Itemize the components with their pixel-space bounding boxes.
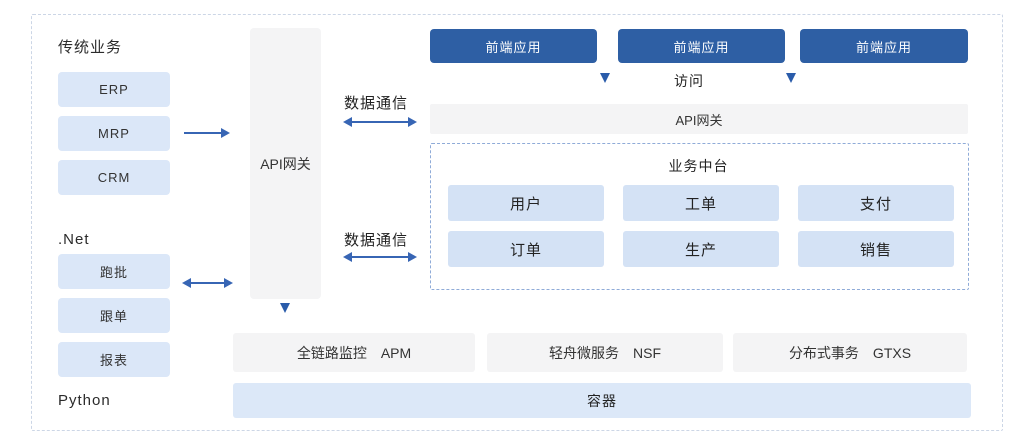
platform-box-order: 订单 — [448, 231, 604, 267]
section-label-python: Python — [58, 392, 111, 409]
infra-box-nsf: 轻舟微服务 NSF — [487, 333, 723, 372]
frontend-app-box-3: 前端应用 — [800, 29, 968, 63]
legacy-app-crm: CRM — [58, 160, 170, 195]
container-bar: 容器 — [233, 383, 971, 418]
arrow-down-access-left-icon — [600, 73, 610, 83]
middle-platform-title: 业务中台 — [668, 158, 729, 174]
arrow-double-data-comm-bottom — [343, 252, 417, 262]
middle-platform-dashed-border — [430, 143, 969, 290]
arrow-right-mrp-to-gateway — [184, 128, 230, 138]
arrow-down-gateway-to-apm-icon — [280, 303, 290, 313]
frontend-app-box-1: 前端应用 — [430, 29, 597, 63]
dotnet-app-paobi: 跑批 — [58, 254, 170, 289]
section-label-traditional: 传统业务 — [58, 39, 123, 56]
dotnet-app-baobiao: 报表 — [58, 342, 170, 377]
api-gateway-vertical: API网关 — [250, 28, 321, 299]
api-gateway-bar: API网关 — [430, 104, 968, 134]
arrow-double-paobi-gateway — [182, 278, 233, 288]
legacy-app-erp: ERP — [58, 72, 170, 107]
platform-box-workorder: 工单 — [623, 185, 779, 221]
data-comm-label-bottom: 数据通信 — [344, 232, 409, 249]
arrow-down-access-right-icon — [786, 73, 796, 83]
access-label: 访问 — [674, 73, 704, 89]
outer-dashed-border — [31, 14, 1003, 431]
platform-box-sales: 销售 — [798, 231, 954, 267]
infra-box-gtxs: 分布式事务 GTXS — [733, 333, 967, 372]
infra-box-apm: 全链路监控 APM — [233, 333, 475, 372]
data-comm-label-top: 数据通信 — [344, 95, 409, 112]
platform-box-production: 生产 — [623, 231, 779, 267]
platform-box-payment: 支付 — [798, 185, 954, 221]
arrow-double-data-comm-top — [343, 117, 417, 127]
section-label-dotnet: .Net — [58, 231, 90, 248]
dotnet-app-gendan: 跟单 — [58, 298, 170, 333]
frontend-app-box-2: 前端应用 — [618, 29, 785, 63]
platform-box-user: 用户 — [448, 185, 604, 221]
legacy-app-mrp: MRP — [58, 116, 170, 151]
